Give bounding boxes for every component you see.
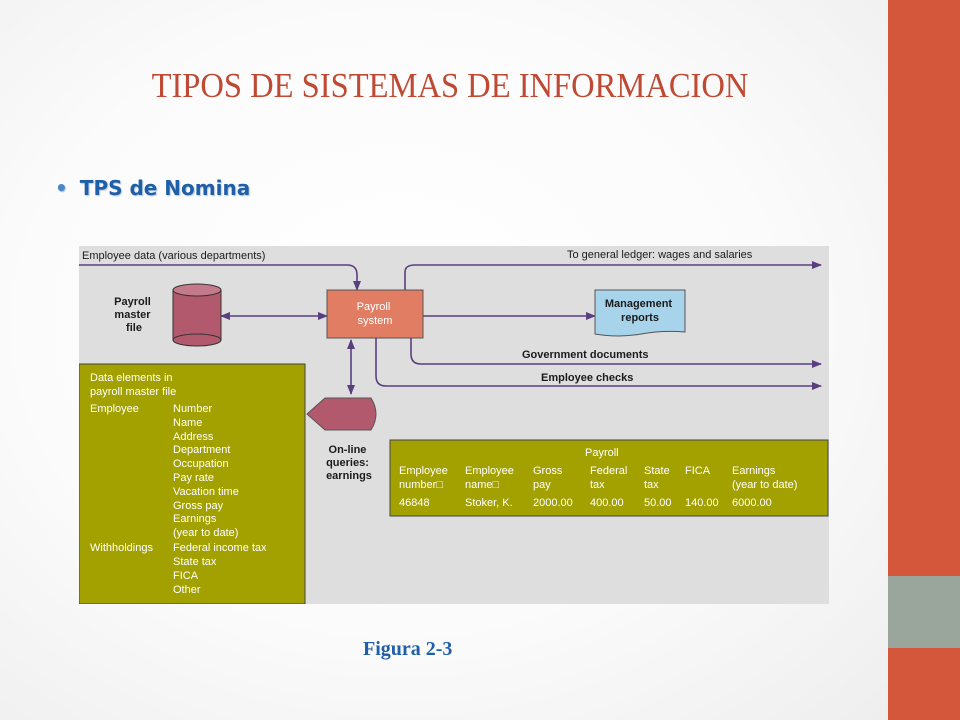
- table-cell: 50.00: [644, 497, 672, 509]
- label-master-file: Payroll master file: [114, 296, 154, 334]
- label-employee-data: Employee data (various departments): [82, 250, 265, 262]
- bullet-dot-icon: •: [55, 176, 68, 200]
- table-cell: 46848: [399, 497, 430, 509]
- table-row: 46848 Stoker, K. 2000.00 400.00 50.00 14…: [399, 497, 772, 509]
- label-online-queries: On-line queries: earnings: [326, 444, 372, 482]
- label-employee-checks: Employee checks: [541, 372, 633, 384]
- online-queries-display-icon: [306, 397, 377, 431]
- label-government-documents: Government documents: [522, 349, 649, 361]
- bullet-text: TPS de Nomina: [79, 176, 251, 200]
- data-elements-box: [79, 363, 306, 604]
- label-ledger: To general ledger: wages and salaries: [567, 249, 753, 261]
- arrow-employee-checks: [375, 338, 822, 390]
- label-management-reports: Management reports: [605, 298, 675, 324]
- payroll-table-title: Payroll: [585, 447, 619, 459]
- accent-bar-top: [888, 0, 960, 576]
- payroll-system-box: [326, 289, 424, 339]
- figure-caption: Figura 2-3: [363, 638, 453, 660]
- payroll-table-box: [389, 439, 829, 517]
- table-header: FICA: [685, 465, 711, 477]
- accent-bar-middle: [888, 576, 960, 648]
- payroll-master-file-icon: [172, 283, 222, 347]
- payroll-tps-diagram: Employee data (various departments) To g…: [79, 246, 829, 604]
- label-payroll-system: Payroll system: [357, 301, 394, 327]
- table-cell: 140.00: [685, 497, 719, 509]
- data-elements-text: Data elements in payroll master file Emp…: [90, 372, 270, 596]
- management-reports-icon: [594, 289, 686, 337]
- arrow-government-documents: [410, 338, 822, 368]
- accent-bar-bottom: [888, 648, 960, 720]
- table-cell: 2000.00: [533, 497, 573, 509]
- slide-title: TIPOS DE SISTEMAS DE INFORMACION: [151, 66, 749, 105]
- table-cell: 6000.00: [732, 497, 772, 509]
- bullet-item: • TPS de Nomina: [55, 176, 250, 200]
- arrow-employee-data: [79, 264, 361, 291]
- table-cell: Stoker, K.: [465, 497, 513, 509]
- table-cell: 400.00: [590, 497, 624, 509]
- arrow-ledger: [404, 261, 822, 290]
- table-header: Earnings(year to date): [732, 465, 797, 491]
